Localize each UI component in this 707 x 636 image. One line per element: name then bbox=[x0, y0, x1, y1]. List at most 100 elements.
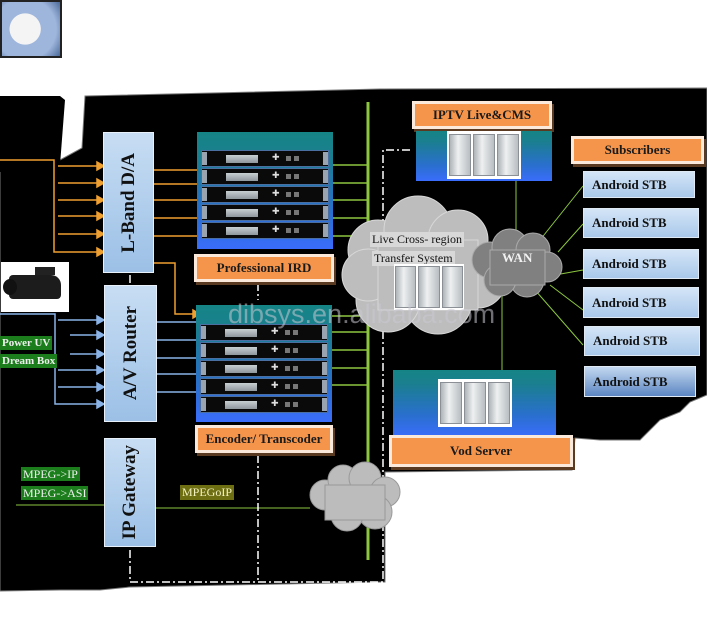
button-icon bbox=[293, 384, 298, 389]
professional-ird-label: Professional IRD bbox=[194, 254, 334, 282]
android-stb-4[interactable]: Android STB bbox=[583, 287, 699, 318]
button-icon bbox=[286, 174, 291, 179]
navigation-pad-icon: ✚ bbox=[271, 399, 279, 409]
rack-unit: ✚ bbox=[201, 186, 329, 203]
button-icon bbox=[285, 330, 290, 335]
ip-gateway-label: IP Gateway bbox=[119, 445, 140, 540]
rack-unit: ✚ bbox=[200, 378, 328, 395]
rack-ear bbox=[322, 326, 327, 339]
rack-ear bbox=[201, 326, 206, 339]
android-stb-5[interactable]: Android STB bbox=[584, 326, 700, 356]
navigation-pad-icon: ✚ bbox=[271, 327, 279, 337]
navigation-pad-icon: ✚ bbox=[272, 225, 280, 235]
navigation-pad-icon: ✚ bbox=[272, 153, 280, 163]
button-icon bbox=[286, 210, 291, 215]
button-icon bbox=[294, 174, 299, 179]
rack-ear bbox=[202, 224, 207, 237]
android-stb-2[interactable]: Android STB bbox=[583, 208, 699, 238]
rack-ear bbox=[201, 362, 206, 375]
button-icon bbox=[293, 330, 298, 335]
navigation-pad-icon: ✚ bbox=[272, 207, 280, 217]
button-icon bbox=[286, 192, 291, 197]
rack-ear bbox=[322, 380, 327, 393]
android-stb-6[interactable]: Android STB bbox=[584, 366, 696, 397]
button-icon bbox=[285, 366, 290, 371]
lband-da-label: L-Band D/A bbox=[117, 152, 139, 253]
vod-server-label: Vod Server bbox=[389, 435, 573, 467]
cross-region-line1: Live Cross- region bbox=[370, 232, 464, 247]
lcd-display bbox=[226, 209, 258, 217]
rack-ear bbox=[202, 188, 207, 201]
rack-ear bbox=[323, 224, 328, 237]
encoder-rack[interactable]: ✚✚✚✚✚ bbox=[196, 305, 332, 422]
button-icon bbox=[286, 228, 291, 233]
rack-unit: ✚ bbox=[201, 168, 329, 185]
rack-unit: ✚ bbox=[200, 396, 328, 413]
iptv-live-cms-label: IPTV Live&CMS bbox=[412, 101, 552, 129]
mpeg-ip-label: MPEG->IP bbox=[21, 467, 80, 481]
subscribers-header: Subscribers bbox=[571, 136, 704, 164]
av-router-label: A/V Router bbox=[119, 306, 141, 401]
lcd-display bbox=[225, 329, 257, 337]
lcd-display bbox=[225, 365, 257, 373]
lcd-display bbox=[226, 155, 258, 163]
rack-unit: ✚ bbox=[201, 150, 329, 167]
navigation-pad-icon: ✚ bbox=[272, 171, 280, 181]
rack-ear bbox=[202, 206, 207, 219]
rack-unit: ✚ bbox=[200, 342, 328, 359]
navigation-pad-icon: ✚ bbox=[271, 381, 279, 391]
server-icon bbox=[394, 264, 464, 310]
rack-unit: ✚ bbox=[201, 204, 329, 221]
encoder-transcoder-label: Encoder/ Transcoder bbox=[195, 425, 333, 453]
button-icon bbox=[285, 384, 290, 389]
android-stb-1[interactable]: Android STB bbox=[583, 171, 695, 198]
rack-ear bbox=[201, 344, 206, 357]
rack-ear bbox=[202, 152, 207, 165]
lcd-display bbox=[226, 191, 258, 199]
button-icon bbox=[294, 192, 299, 197]
mpegoip-cloud bbox=[309, 461, 401, 532]
button-icon bbox=[285, 348, 290, 353]
button-icon bbox=[293, 402, 298, 407]
ird-rack[interactable]: ✚ ✚ ✚ ✚ ✚ bbox=[197, 132, 333, 249]
mpegoip-label: MPEGoIP bbox=[180, 485, 235, 500]
watermark: dibsys.en.alibaba.com bbox=[228, 299, 496, 329]
rack-ear bbox=[323, 170, 328, 183]
cross-region-line2: Transfer System bbox=[372, 251, 455, 266]
rack-unit: ✚ bbox=[200, 324, 328, 341]
satellite-dish-icon bbox=[0, 0, 62, 58]
mpeg-asi-label: MPEG->ASI bbox=[21, 486, 89, 500]
button-icon bbox=[285, 402, 290, 407]
av-router-block[interactable]: A/V Router bbox=[104, 285, 157, 422]
server-icon bbox=[437, 379, 512, 427]
button-icon bbox=[293, 348, 298, 353]
rack-ear bbox=[322, 398, 327, 411]
rack-ear bbox=[322, 344, 327, 357]
rack-ear bbox=[322, 362, 327, 375]
android-stb-3[interactable]: Android STB bbox=[583, 249, 699, 279]
dream-box-label: Dream Box bbox=[0, 354, 58, 368]
button-icon bbox=[294, 210, 299, 215]
rack-ear bbox=[201, 380, 206, 393]
rack-ear bbox=[323, 188, 328, 201]
ip-gateway-block[interactable]: IP Gateway bbox=[104, 438, 156, 547]
button-icon bbox=[294, 156, 299, 161]
lband-da-block[interactable]: L-Band D/A bbox=[103, 132, 154, 273]
wan-label: WAN bbox=[502, 250, 533, 265]
iptv-server-block[interactable] bbox=[416, 131, 552, 181]
camcorder-icon bbox=[1, 262, 69, 312]
lcd-display bbox=[226, 227, 258, 235]
rack-ear bbox=[202, 170, 207, 183]
button-icon bbox=[286, 156, 291, 161]
button-icon bbox=[293, 366, 298, 371]
vod-server-block[interactable] bbox=[393, 370, 556, 436]
rack-unit: ✚ bbox=[201, 222, 329, 239]
lcd-display bbox=[225, 383, 257, 391]
server-icon bbox=[447, 131, 521, 179]
rack-ear bbox=[201, 398, 206, 411]
rack-ear bbox=[323, 206, 328, 219]
button-icon bbox=[294, 228, 299, 233]
wan-cloud bbox=[471, 228, 563, 298]
lcd-display bbox=[226, 173, 258, 181]
